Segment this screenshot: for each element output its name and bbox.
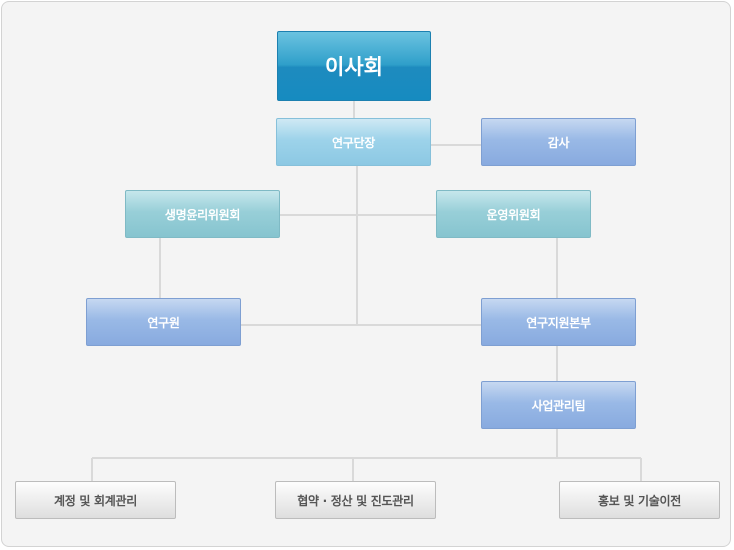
bioethics-committee-box: 생명윤리위원회	[125, 190, 280, 238]
board-box: 이사회	[277, 31, 431, 101]
operations-committee-box: 운영위원회	[436, 190, 591, 238]
audit-box: 감사	[481, 118, 636, 166]
promotion-tech-transfer-box: 홍보 및 기술이전	[559, 481, 720, 519]
researcher-box: 연구원	[86, 298, 241, 346]
agreement-settlement-box: 협약 · 정산 및 진도관리	[275, 481, 436, 519]
research-support-box: 연구지원본부	[481, 298, 636, 346]
accounting-box: 계정 및 회계관리	[15, 481, 176, 519]
research-director-box: 연구단장	[276, 118, 431, 166]
business-management-box: 사업관리팀	[481, 381, 636, 429]
